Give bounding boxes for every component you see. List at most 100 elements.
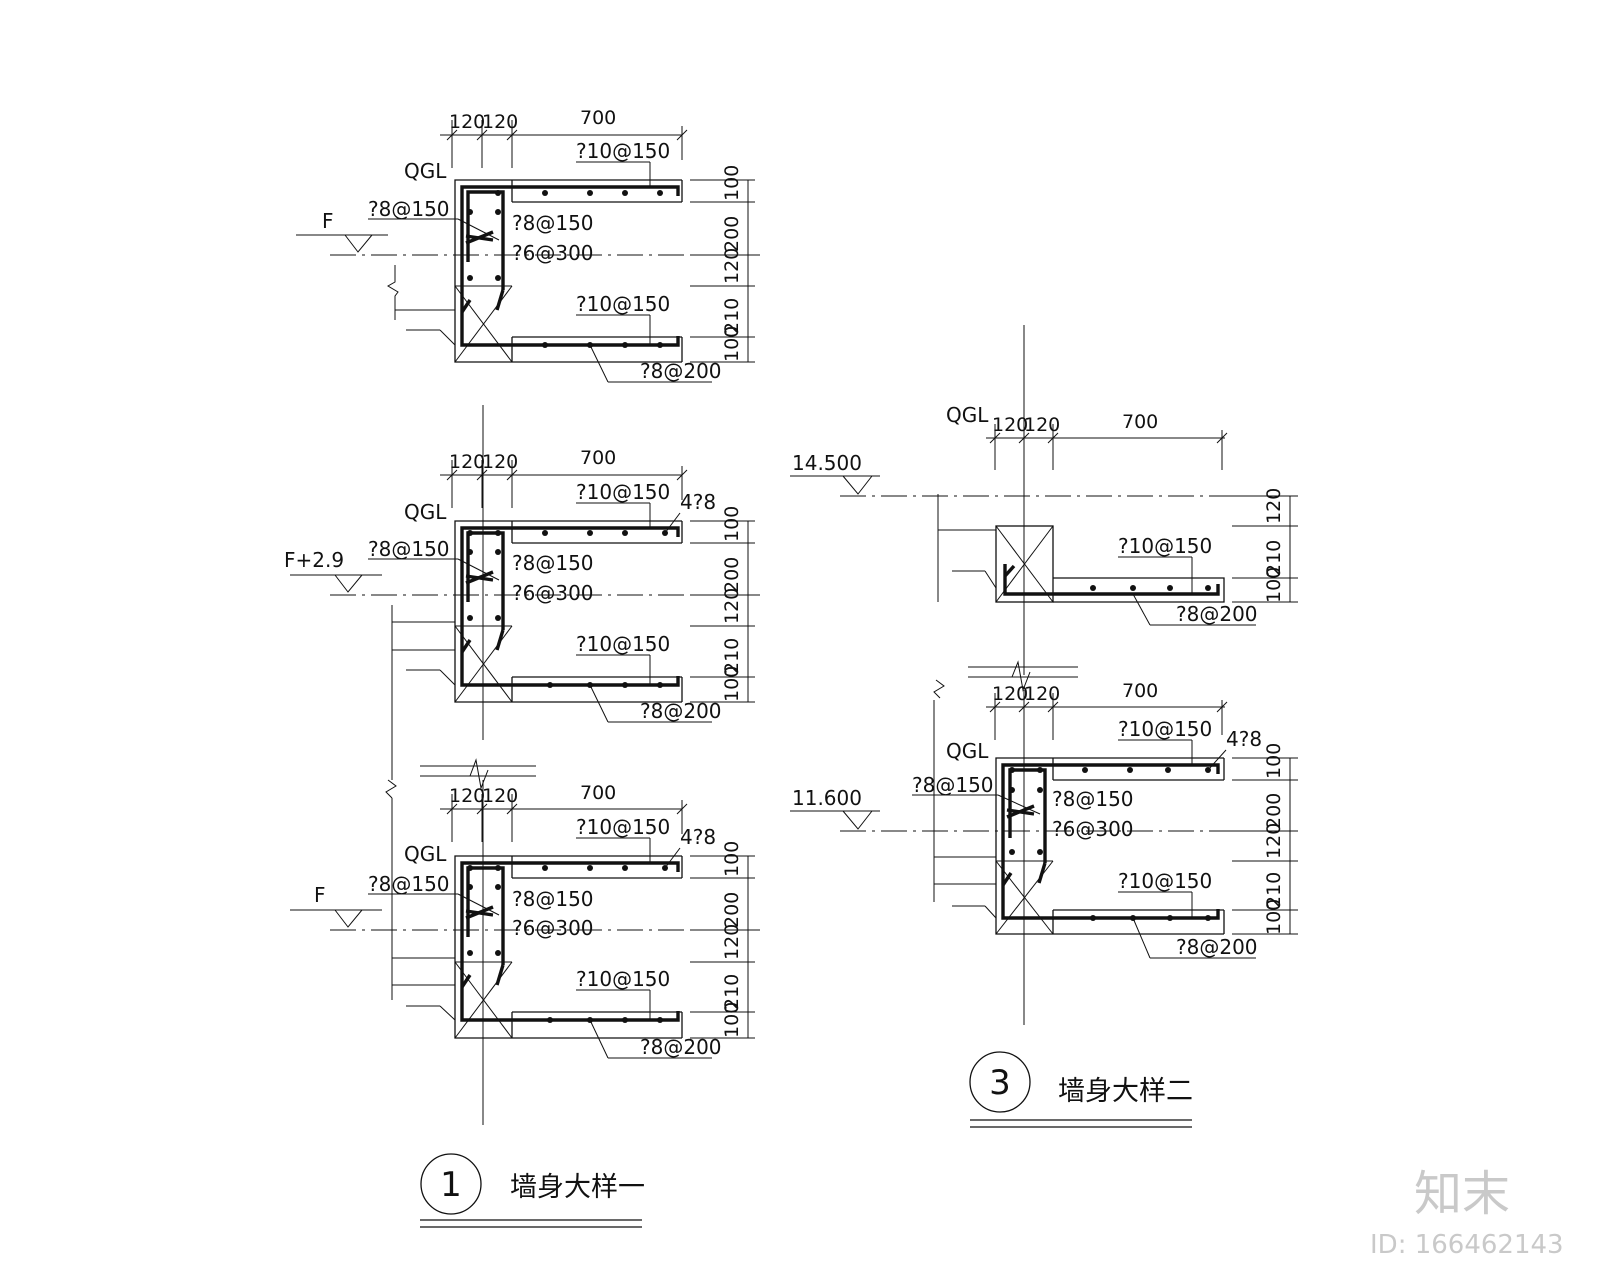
svg-text:100: 100 [1263,899,1285,935]
detail-number: 3 [989,1063,1011,1103]
svg-text:120: 120 [992,683,1028,705]
svg-text:14.500: 14.500 [792,451,862,475]
concrete-outline [454,179,683,363]
svg-text:?8@150: ?8@150 [368,537,450,561]
level-label: F [322,209,334,233]
svg-text:?8@200: ?8@200 [1176,935,1258,959]
detail-number-circle [420,1153,482,1215]
svg-text:100: 100 [721,165,743,201]
svg-text:120: 120 [449,451,485,473]
svg-text:120: 120 [1024,414,1060,436]
svg-text:100: 100 [721,506,743,542]
svg-text:?10@150: ?10@150 [1118,869,1212,893]
watermark-brand: 知末 [1414,1166,1510,1222]
svg-text:120: 120 [482,785,518,807]
svg-text:700: 700 [580,447,616,469]
svg-text:210: 210 [1263,540,1285,576]
svg-text:?8@150: ?8@150 [912,773,994,797]
svg-text:QGL: QGL [946,403,989,427]
concrete-outline [454,855,683,1039]
top-dimension: 120 120 700 [986,411,1228,470]
svg-text:100: 100 [721,841,743,877]
detail3-section-b: 120 120 700 QGL [790,680,1298,1025]
svg-text:700: 700 [580,782,616,804]
detail1-title-block: 1 墙身大样一 [420,1153,645,1228]
svg-text:210: 210 [1263,872,1285,908]
detail1-section-a: 120 120 700 QGL [296,107,760,383]
svg-text:11.600: 11.600 [792,786,862,810]
dim-120-a: 120 [449,111,485,133]
svg-text:100: 100 [721,1002,743,1038]
top-dimension: 120 120 700 [440,782,688,842]
svg-text:120: 120 [449,785,485,807]
svg-text:?8@150: ?8@150 [512,551,594,575]
dim-700: 700 [580,107,616,129]
svg-text:120: 120 [721,924,743,960]
svg-text:?8@200: ?8@200 [1176,602,1258,626]
detail-number-circle [969,1051,1031,1113]
svg-text:100: 100 [1263,743,1285,779]
rebar-cage [460,526,680,688]
svg-text:F+2.9: F+2.9 [284,548,344,572]
svg-text:?8@200: ?8@200 [640,699,722,723]
svg-text:?10@150: ?10@150 [576,632,670,656]
rebar-cage [1001,763,1220,921]
detail3-section-a: 120 120 700 QGL 14.500 [790,325,1298,699]
detail-title: 墙身大样一 [510,1172,645,1203]
svg-text:?8@200: ?8@200 [640,1035,722,1059]
svg-text:?6@300: ?6@300 [512,581,594,605]
svg-text:?6@300: ?6@300 [512,241,594,265]
svg-text:120: 120 [1263,823,1285,859]
detail-title: 墙身大样二 [1058,1076,1193,1107]
svg-text:700: 700 [1122,680,1158,702]
svg-text:?8@150: ?8@150 [512,211,594,235]
beam-label: QGL [404,159,447,183]
svg-text:QGL: QGL [946,739,989,763]
top-dimension: 120 120 700 [986,680,1228,740]
svg-text:100: 100 [1263,567,1285,603]
svg-text:?6@300: ?6@300 [512,916,594,940]
svg-text:QGL: QGL [404,842,447,866]
dim-120-b: 120 [482,111,518,133]
detail-number: 1 [440,1165,462,1205]
svg-text:210: 210 [721,298,743,334]
svg-text:QGL: QGL [404,500,447,524]
svg-text:120: 120 [721,248,743,284]
svg-text:?8@150: ?8@150 [368,872,450,896]
svg-text:?10@150: ?10@150 [1118,534,1212,558]
right-dimension: 100 200 120 210 100 [690,841,755,1039]
svg-text:?10@150: ?10@150 [576,815,670,839]
svg-text:4?8: 4?8 [680,825,716,849]
svg-text:4?8: 4?8 [680,490,716,514]
svg-text:200: 200 [1263,793,1285,829]
svg-text:120: 120 [482,451,518,473]
svg-text:210: 210 [721,974,743,1010]
svg-text:?8@150: ?8@150 [1052,787,1134,811]
svg-text:?10@150: ?10@150 [576,480,670,504]
rebar-cage [460,185,680,348]
concrete-outline [454,520,683,703]
svg-text:F: F [314,883,326,907]
svg-text:?10@150: ?10@150 [1118,717,1212,741]
svg-text:?8@200: ?8@200 [640,359,722,383]
top-dimension: 120 120 700 [440,107,688,168]
right-dimension: 100 200 120 210 100 [690,506,755,703]
top-dimension: 120 120 700 [440,447,688,508]
svg-text:?6@300: ?6@300 [1052,817,1134,841]
svg-text:700: 700 [1122,411,1158,433]
right-dimension: 100 200 120 210 100 [1232,743,1298,935]
svg-text:100: 100 [721,666,743,702]
svg-text:4?8: 4?8 [1226,727,1262,751]
concrete-outline [995,757,1225,935]
svg-text:?10@150: ?10@150 [576,967,670,991]
right-dimension: 120 210 100 [1232,488,1298,603]
svg-text:?10@150: ?10@150 [576,139,670,163]
rebar-cage [460,861,680,1023]
svg-text:120: 120 [1263,488,1285,524]
svg-text:120: 120 [1024,683,1060,705]
svg-text:?8@150: ?8@150 [512,887,594,911]
watermark-id: ID: 166462143 [1370,1230,1564,1260]
svg-text:?10@150: ?10@150 [576,292,670,316]
svg-text:120: 120 [721,588,743,624]
